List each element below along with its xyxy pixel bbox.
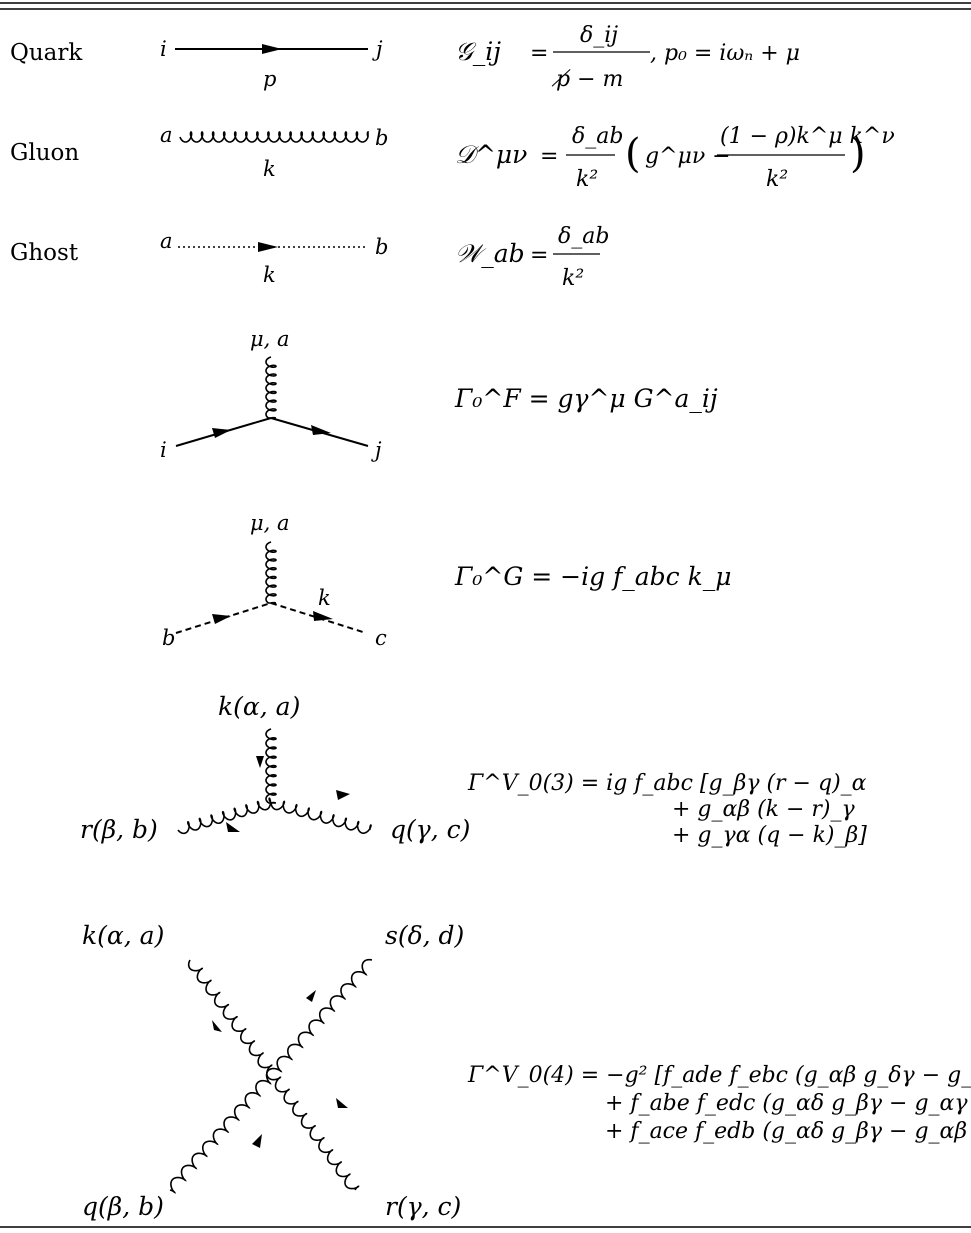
- ghost-arrow: [258, 242, 278, 252]
- g4-formula-line1: Γ^V_0(4) = −g² [f_ade f_ebc (g_αβ g_δγ −…: [467, 1063, 971, 1088]
- qg-vertex-gluon-line: [265, 356, 277, 419]
- gg-vertex-top-label: μ, a: [250, 511, 290, 535]
- gg-vertex-formula: Γ₀^G = −ig f_abc k_μ: [454, 562, 732, 591]
- ghost-prop-den: k²: [562, 266, 584, 291]
- gluon-prop-num: δ_ab: [572, 124, 623, 149]
- gluon-from-index: a: [160, 123, 173, 147]
- quark-propagator-row: Quark i j p 𝒢_ij = δ_ij p̸ − m , p₀ = iω…: [10, 23, 800, 92]
- g3-arrow-right: [336, 790, 350, 800]
- g3-gluon-top: [265, 728, 277, 804]
- quark-prop-tail: , p₀ = iωₙ + μ: [650, 41, 800, 66]
- g3-arrow-left: [226, 822, 240, 832]
- quark-arrow: [262, 44, 282, 54]
- ghost-prop-lhs: 𝒲_ab: [455, 239, 525, 268]
- quark-momentum: p: [263, 67, 276, 91]
- gluon-to-index: b: [375, 126, 388, 150]
- gluon-prop-inner-lhs: g^μν −: [645, 144, 731, 169]
- qg-vertex-right-index: j: [371, 438, 382, 462]
- qg-vertex-formula: Γ₀^F = gγ^μ G^a_ij: [454, 384, 718, 413]
- quark-prop-num: δ_ij: [580, 23, 618, 48]
- g4-bottom-right-label: r(γ, c): [385, 1192, 461, 1221]
- quark-to-index: j: [372, 37, 383, 61]
- quark-label: Quark: [10, 40, 83, 66]
- g4-arrow-upper-left: [212, 1020, 222, 1032]
- ghost-prop-num: δ_ab: [558, 224, 609, 249]
- quark-prop-lhs: 𝒢_ij: [455, 37, 501, 66]
- g4-top-left-label: k(α, a): [82, 921, 164, 950]
- quark-prop-den: p̸ − m: [551, 67, 623, 92]
- ghost-gluon-vertex: μ, a b c k Γ₀^G = −ig f_abc k_μ: [162, 511, 732, 650]
- equals-sign: =: [530, 243, 548, 268]
- g4-bottom-left-label: q(β, b): [82, 1192, 164, 1221]
- gg-vertex-arrow-out: [313, 611, 333, 621]
- gg-vertex-arrow-in: [212, 614, 231, 624]
- g3-gluon-right: [270, 800, 372, 834]
- ghost-momentum: k: [263, 263, 276, 287]
- g3-top-label: k(α, a): [218, 692, 300, 721]
- gluon-line: [179, 130, 369, 143]
- gg-vertex-incoming-ghost: [175, 602, 272, 634]
- g3-formula-line1: Γ^V_0(3) = ig f_abc [g_βγ (r − q)_α: [467, 771, 867, 796]
- gluon-prop-lhs: 𝒟^μν: [455, 140, 527, 169]
- g4-formula-line2: + f_abe f_edc (g_αδ g_βγ − g_αγ g_δβ): [605, 1091, 971, 1116]
- g3-formula-line2: + g_αβ (k − r)_γ: [672, 797, 856, 822]
- gg-vertex-left-index: b: [162, 626, 175, 650]
- g3-gluon-left: [177, 797, 272, 835]
- ghost-label: Ghost: [10, 240, 79, 266]
- g3-arrow-top: [256, 756, 264, 768]
- gluon-prop-inner-num: (1 − ρ)k^μ k^ν: [720, 124, 895, 149]
- ghost-from-index: a: [160, 229, 173, 253]
- g4-gluon-diagonal-2: [169, 958, 373, 1194]
- quark-from-index: i: [160, 37, 167, 61]
- qg-vertex-left-index: i: [160, 438, 167, 462]
- left-paren: (: [625, 131, 641, 177]
- g4-arrow-lower-right: [336, 1098, 348, 1108]
- g4-top-right-label: s(δ, d): [385, 921, 464, 950]
- three-gluon-vertex: k(α, a) r(β, b) q(γ, c) Γ^V_0(3) = ig f_…: [80, 692, 867, 848]
- gg-vertex-outgoing-ghost: [270, 602, 367, 634]
- gg-vertex-momentum: k: [318, 586, 331, 610]
- g4-formula-line3: + f_ace f_edb (g_αδ g_βγ − g_αβ g_δγ)]: [605, 1119, 971, 1144]
- gluon-prop-den: k²: [576, 167, 598, 192]
- gg-vertex-right-index: c: [375, 626, 387, 650]
- g3-right-label: q(γ, c): [390, 815, 470, 844]
- gluon-prop-inner-den: k²: [766, 167, 788, 192]
- g4-arrow-upper-right: [306, 990, 316, 1002]
- gluon-momentum: k: [263, 157, 276, 181]
- g4-gluon-diagonal-1: [187, 959, 360, 1191]
- qg-vertex-arrow-out: [311, 425, 331, 435]
- ghost-to-index: b: [375, 235, 388, 259]
- quark-gluon-vertex: μ, a i j Γ₀^F = gγ^μ G^a_ij: [160, 327, 718, 462]
- qg-vertex-top-label: μ, a: [250, 327, 290, 351]
- gg-vertex-gluon-line: [265, 541, 277, 604]
- g3-formula-line3: + g_γα (q − k)_β]: [672, 823, 867, 848]
- qg-vertex-arrow-in: [212, 428, 231, 438]
- four-gluon-vertex: k(α, a) s(δ, d) q(β, b) r(γ, c) Γ^V_0(4)…: [82, 921, 971, 1221]
- g4-arrow-lower-left: [252, 1134, 262, 1148]
- equals-sign: =: [530, 41, 548, 66]
- equals-sign: =: [540, 144, 558, 169]
- ghost-propagator-row: Ghost a b k 𝒲_ab = δ_ab k²: [10, 224, 609, 291]
- right-paren: ): [850, 131, 866, 177]
- gluon-label: Gluon: [10, 140, 79, 166]
- g3-left-label: r(β, b): [80, 815, 158, 844]
- gluon-propagator-row: Gluon a b k 𝒟^μν = δ_ab k² ( g^μν − (1 −…: [10, 123, 895, 192]
